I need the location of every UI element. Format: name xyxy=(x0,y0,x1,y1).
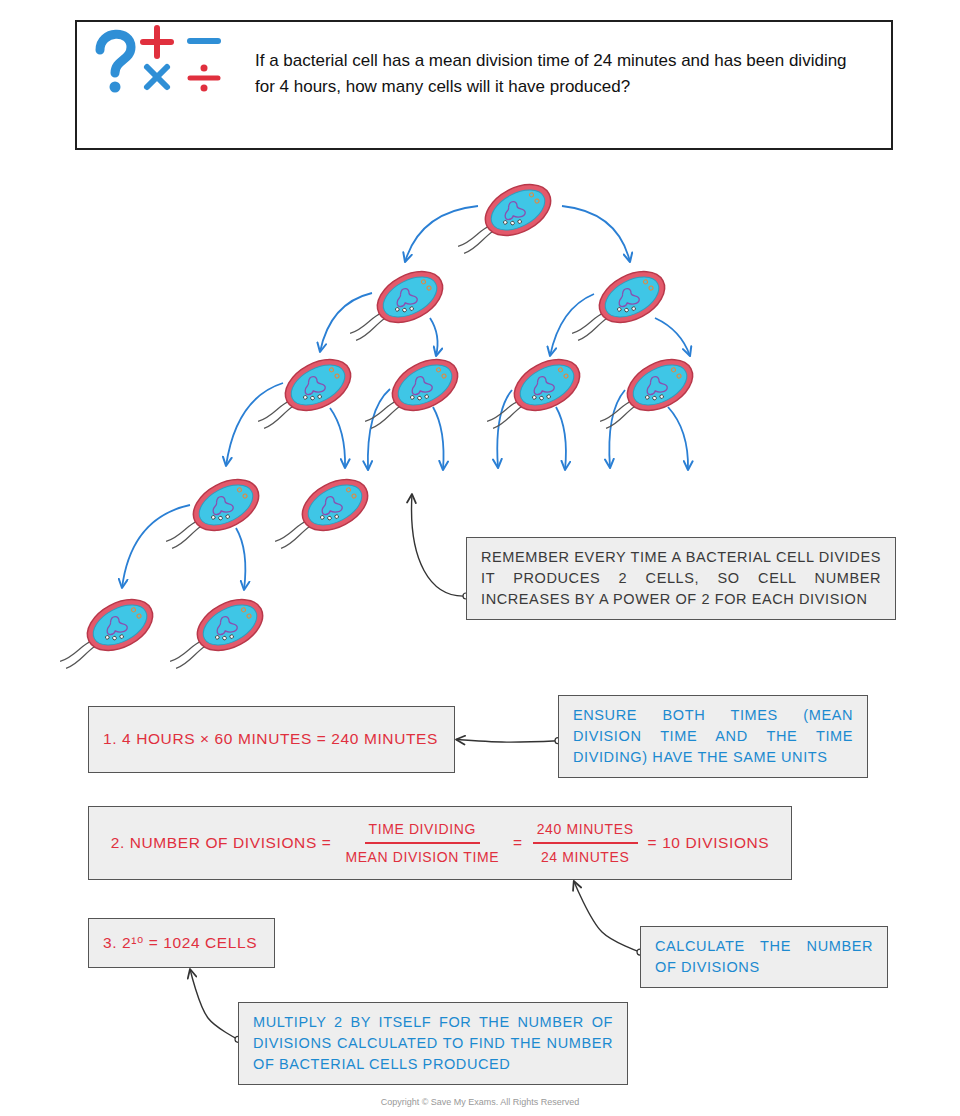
bacterium xyxy=(263,469,376,557)
leader-line xyxy=(412,494,466,596)
step-text: 3. 2¹⁰ = 1024 CELLS xyxy=(103,934,257,951)
callout-arrow xyxy=(574,881,640,952)
step-text: 240 MINUTES xyxy=(533,819,638,844)
step-text: 2. NUMBER OF DIVISIONS = xyxy=(111,834,332,851)
question-dot xyxy=(110,82,121,93)
bacterium xyxy=(246,349,359,437)
division-arrow xyxy=(655,318,690,356)
step-box: 2. NUMBER OF DIVISIONS = TIME DIVIDINGMEA… xyxy=(88,806,792,880)
plus-symbol xyxy=(154,28,160,56)
division-arrow xyxy=(556,407,566,470)
times-symbol xyxy=(147,67,167,87)
times-symbol xyxy=(147,67,167,87)
step-text: TIME DIVIDING xyxy=(365,819,480,844)
callout-arrow xyxy=(456,740,558,743)
callout-connector xyxy=(574,881,643,955)
tip-box: MULTIPLY 2 BY ITSELF FOR THE NUMBER OF D… xyxy=(238,1002,628,1085)
bacterium xyxy=(158,589,271,677)
bacterium xyxy=(48,589,161,677)
bacterium xyxy=(588,349,701,437)
division-arrow xyxy=(368,389,390,470)
step-text: = xyxy=(513,834,523,851)
tip-box: CALCULATE THE NUMBER OF DIVISIONS xyxy=(640,926,888,988)
bacterium xyxy=(353,349,466,437)
division-arrow xyxy=(226,383,283,466)
division-arrow xyxy=(236,528,245,590)
division-arrow xyxy=(320,293,372,352)
callout-connector xyxy=(190,969,241,1042)
division-arrow xyxy=(562,206,630,262)
division-arrow xyxy=(497,390,512,468)
divide-symbol xyxy=(201,65,208,72)
tip-text: MULTIPLY 2 BY ITSELF FOR THE NUMBER OF D… xyxy=(253,1014,613,1072)
callout-connector xyxy=(456,738,561,744)
bacterium xyxy=(560,261,673,349)
note-box: REMEMBER EVERY TIME A BACTERIAL CELL DIV… xyxy=(466,537,896,620)
copyright-note: Copyright © Save My Exams. All Rights Re… xyxy=(0,1097,960,1107)
division-arrow xyxy=(122,505,190,588)
question-box: If a bacterial cell has a mean division … xyxy=(75,20,893,150)
division-arrow xyxy=(609,390,625,468)
division-arrow xyxy=(433,407,444,470)
step-text: = 10 DIVISIONS xyxy=(648,834,770,851)
tip-text: CALCULATE THE NUMBER OF DIVISIONS xyxy=(655,938,873,975)
division-arrow xyxy=(430,318,438,356)
bacterium xyxy=(338,261,451,349)
tip-text: ENSURE BOTH TIMES (MEAN DIVISION TIME AN… xyxy=(573,707,853,765)
step-text: MEAN DIVISION TIME xyxy=(341,844,503,867)
divide-symbol xyxy=(190,76,218,81)
bacterium xyxy=(475,349,588,437)
callout-arrow xyxy=(190,969,238,1039)
step-text: 1. 4 HOURS × 60 MINUTES = 240 MINUTES xyxy=(103,730,438,747)
step-box: 3. 2¹⁰ = 1024 CELLS xyxy=(88,918,275,968)
division-arrows xyxy=(122,206,690,590)
divide-symbol xyxy=(201,85,208,92)
question-text: If a bacterial cell has a mean division … xyxy=(255,51,847,96)
division-arrow xyxy=(668,407,688,470)
bacterium xyxy=(154,469,267,557)
bacterium xyxy=(446,174,559,262)
tip-box: ENSURE BOTH TIMES (MEAN DIVISION TIME AN… xyxy=(558,695,868,778)
note-text: REMEMBER EVERY TIME A BACTERIAL CELL DIV… xyxy=(481,549,881,607)
division-arrow xyxy=(330,408,345,468)
minus-symbol xyxy=(190,38,218,44)
division-arrow xyxy=(405,206,478,262)
question-mark xyxy=(100,34,131,73)
maths-icon xyxy=(100,28,218,93)
step-box: 1. 4 HOURS × 60 MINUTES = 240 MINUTES xyxy=(88,706,455,773)
step-text: 24 MINUTES xyxy=(537,844,633,867)
